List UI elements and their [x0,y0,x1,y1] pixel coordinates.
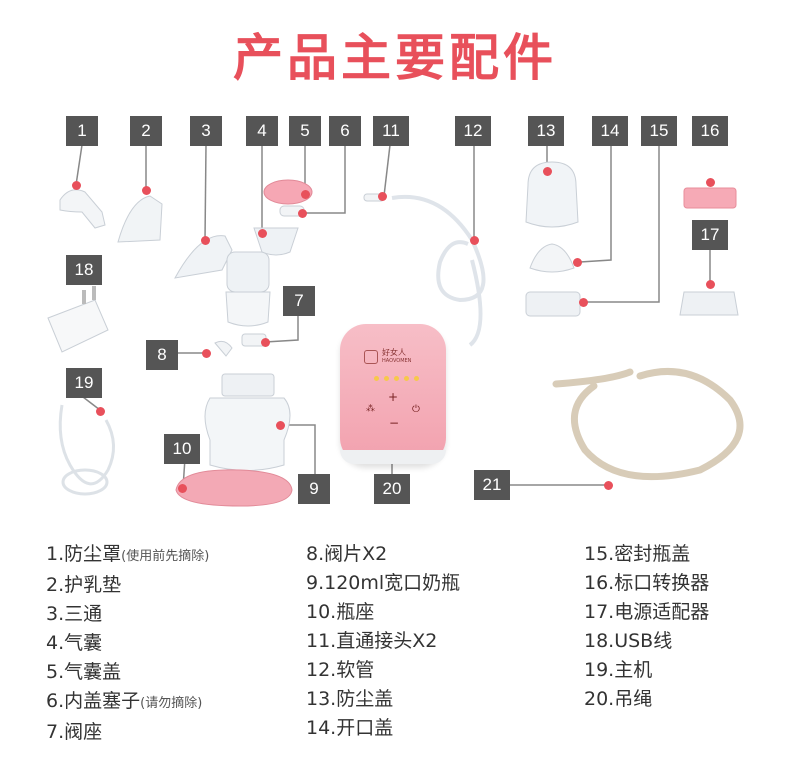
legend-item: 11.直通接头X2 [306,630,438,652]
marker-dot [201,236,210,245]
legend-item: 19.主机 [584,659,653,681]
legend-item: 13.防尘盖 [306,688,394,710]
page-title: 产品主要配件 [233,29,557,87]
legend-item: 2.护乳垫 [46,574,122,596]
legend-col3: 15.密封瓶盖 16.标口转换器 17.电源适配器 18.USB线 19.主机 … [584,540,709,714]
part-label: 15 [641,116,677,146]
brand-name: 好女人 [382,348,406,357]
legend-item: 14.开口盖 [306,717,394,739]
power-icon: ⏻ [412,404,420,415]
marker-dot [202,349,211,358]
level-leds [374,376,419,381]
part-label: 20 [374,474,410,504]
legend-item: 8.阀片X2 [306,543,388,565]
marker-dot [543,167,552,176]
pump-main-unit: 好女人 HAOVOMEN + ⁂ − ⏻ [340,324,446,464]
part-label: 3 [190,116,222,146]
marker-dot [470,236,479,245]
marker-dot [178,484,187,493]
part-label: 7 [283,286,315,316]
legend-item: 17.电源适配器 [584,601,710,623]
part-label: 4 [246,116,278,146]
legend-item: 10.瓶座 [306,601,375,623]
part-label: 6 [329,116,361,146]
brand-sub: HAOVOMEN [382,358,412,364]
legend-item: 18.USB线 [584,630,673,652]
part-label: 8 [146,340,178,370]
legend-col1: 1.防尘罩(使用前先摘除) 2.护乳垫 3.三通 4.气囊 5.气囊盖 6.内盖… [46,540,209,747]
marker-dot [72,181,81,190]
legend-item: 1.防尘罩(使用前先摘除) [46,543,210,565]
legend-item: 12.软管 [306,659,375,681]
part-label: 17 [692,220,728,250]
plus-icon: + [388,390,399,404]
legend-item: 20.吊绳 [584,688,653,710]
brand-logo: 好女人 HAOVOMEN [364,346,424,368]
mode-icon: ⁂ [366,404,375,414]
part-label: 18 [66,255,102,285]
marker-dot [706,280,715,289]
part-label: 14 [592,116,628,146]
marker-dot [298,209,307,218]
part-label: 12 [455,116,491,146]
legend-item: 9.120ml宽口奶瓶 [306,572,461,594]
marker-dot [142,186,151,195]
marker-dot [258,229,267,238]
part-label: 16 [692,116,728,146]
marker-dot [301,190,310,199]
legend-col2: 8.阀片X2 9.120ml宽口奶瓶 10.瓶座 11.直通接头X2 12.软管… [306,540,460,743]
part-label: 9 [298,474,330,504]
legend-item: 6.内盖塞子(请勿摘除) [46,690,203,712]
marker-dot [604,481,613,490]
part-label: 13 [528,116,564,146]
part-label: 21 [474,470,510,500]
marker-dot [573,258,582,267]
logo-icon [364,350,378,364]
legend-item: 15.密封瓶盖 [584,543,691,565]
legend-item: 7.阀座 [46,721,103,743]
marker-dot [96,407,105,416]
part-label: 19 [66,368,102,398]
legend-item: 5.气囊盖 [46,661,122,683]
marker-dot [706,178,715,187]
part-label: 5 [289,116,321,146]
marker-dot [261,338,270,347]
legend-item: 16.标口转换器 [584,572,710,594]
part-label: 2 [130,116,162,146]
part-label: 1 [66,116,98,146]
part-label: 11 [373,116,409,146]
legend-item: 4.气囊 [46,632,103,654]
part-label: 10 [164,434,200,464]
marker-dot [276,421,285,430]
marker-dot [579,298,588,307]
legend-item: 3.三通 [46,603,103,625]
marker-dot [378,192,387,201]
minus-icon: − [389,416,400,430]
